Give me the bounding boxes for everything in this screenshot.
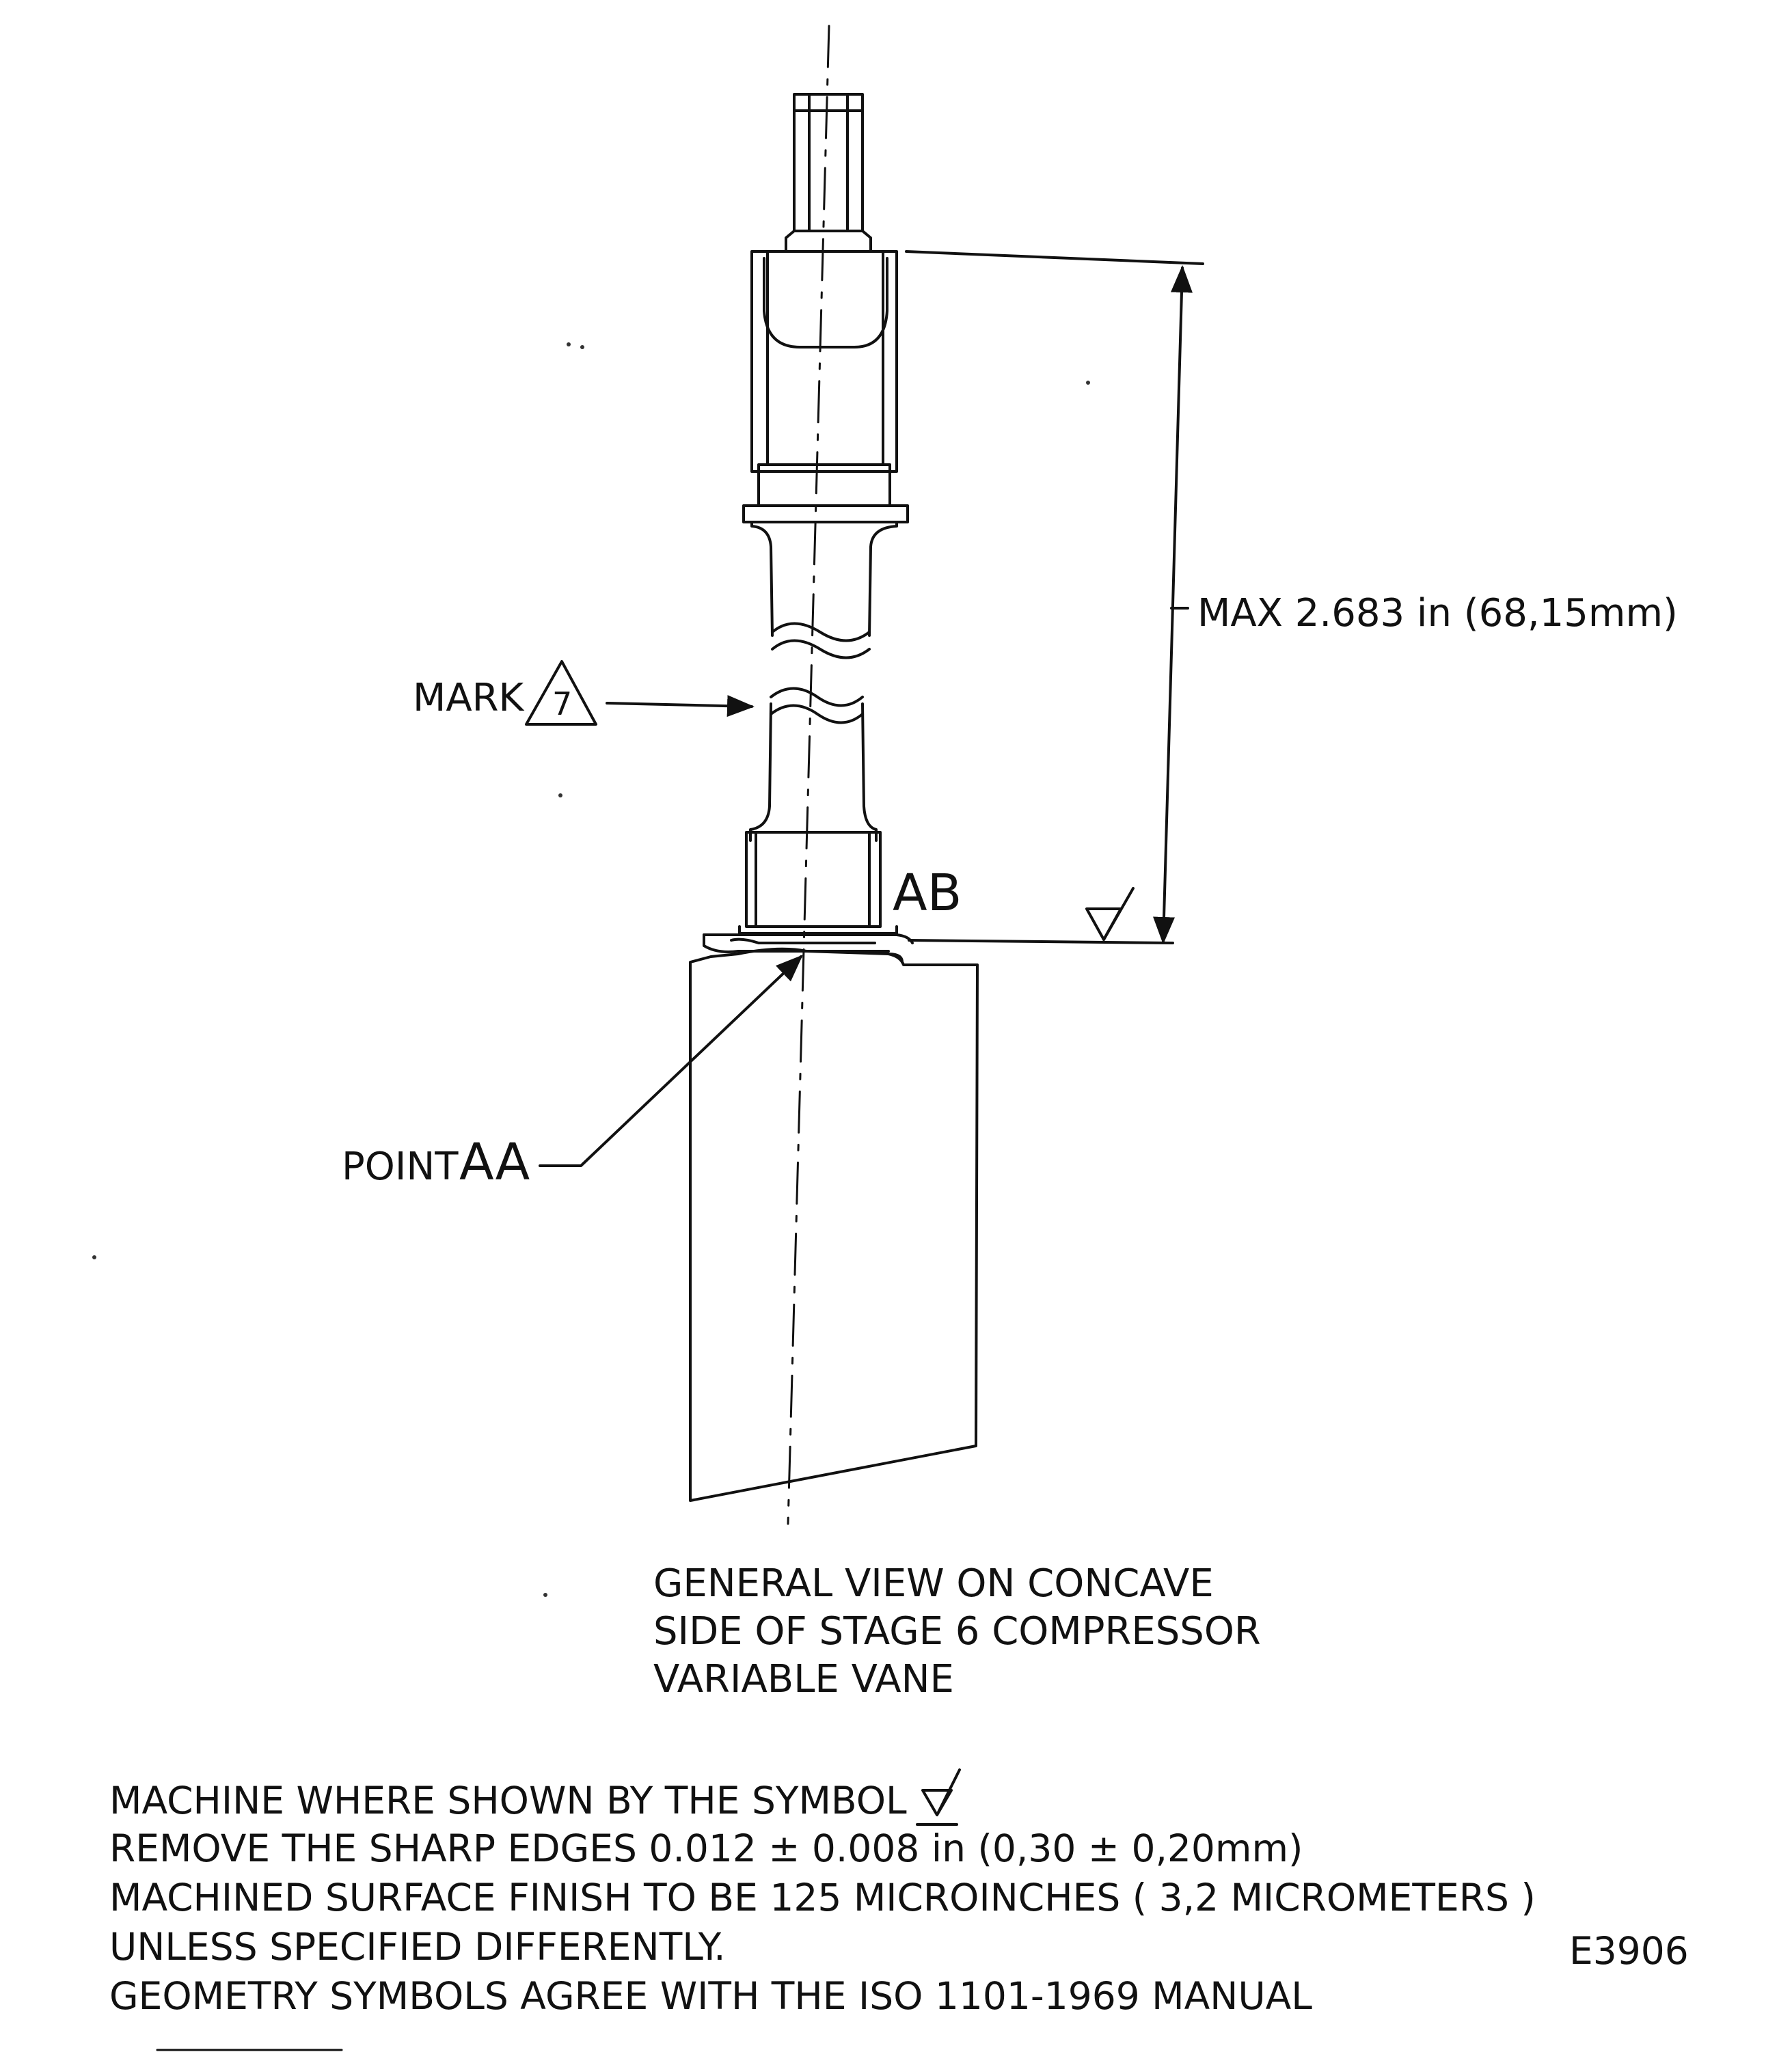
mark-leader xyxy=(606,695,755,717)
mark-triangle xyxy=(525,660,597,726)
mark-label: MARK xyxy=(413,676,525,720)
point-label: POINT xyxy=(342,1145,459,1189)
note-machining-symbol xyxy=(916,1768,961,1826)
dimension-max-height xyxy=(905,250,1204,944)
caption-line-1: GENERAL VIEW ON CONCAVE xyxy=(653,1561,1214,1606)
note-line-2: REMOVE THE SHARP EDGES 0.012 ± 0.008 in … xyxy=(109,1827,1303,1870)
ab-label: AB xyxy=(893,864,962,922)
point-aa-label: AA xyxy=(459,1133,530,1192)
point-aa-leader xyxy=(539,955,803,1167)
note-line-1: MACHINE WHERE SHOWN BY THE SYMBOL xyxy=(109,1779,907,1822)
figure-id: E3906 xyxy=(1569,1929,1689,1973)
note-line-4: UNLESS SPECIFIED DIFFERENTLY. xyxy=(109,1925,726,1969)
dimension-label: MAX 2.683 in (68,15mm) xyxy=(1197,591,1678,635)
center-line xyxy=(787,25,830,1525)
caption-line-3: VARIABLE VANE xyxy=(653,1657,954,1701)
caption-line-2: SIDE OF STAGE 6 COMPRESSOR xyxy=(653,1609,1261,1654)
mark-number: 7 xyxy=(552,685,572,722)
note-line-5: GEOMETRY SYMBOLS AGREE WITH THE ISO 1101… xyxy=(109,1974,1312,2018)
vane-stem xyxy=(703,93,914,953)
vane-blade xyxy=(689,947,979,1502)
note-line-3: MACHINED SURFACE FINISH TO BE 125 MICROI… xyxy=(109,1876,1536,1919)
scan-specks xyxy=(92,342,1090,1597)
machining-symbol xyxy=(1085,887,1135,941)
